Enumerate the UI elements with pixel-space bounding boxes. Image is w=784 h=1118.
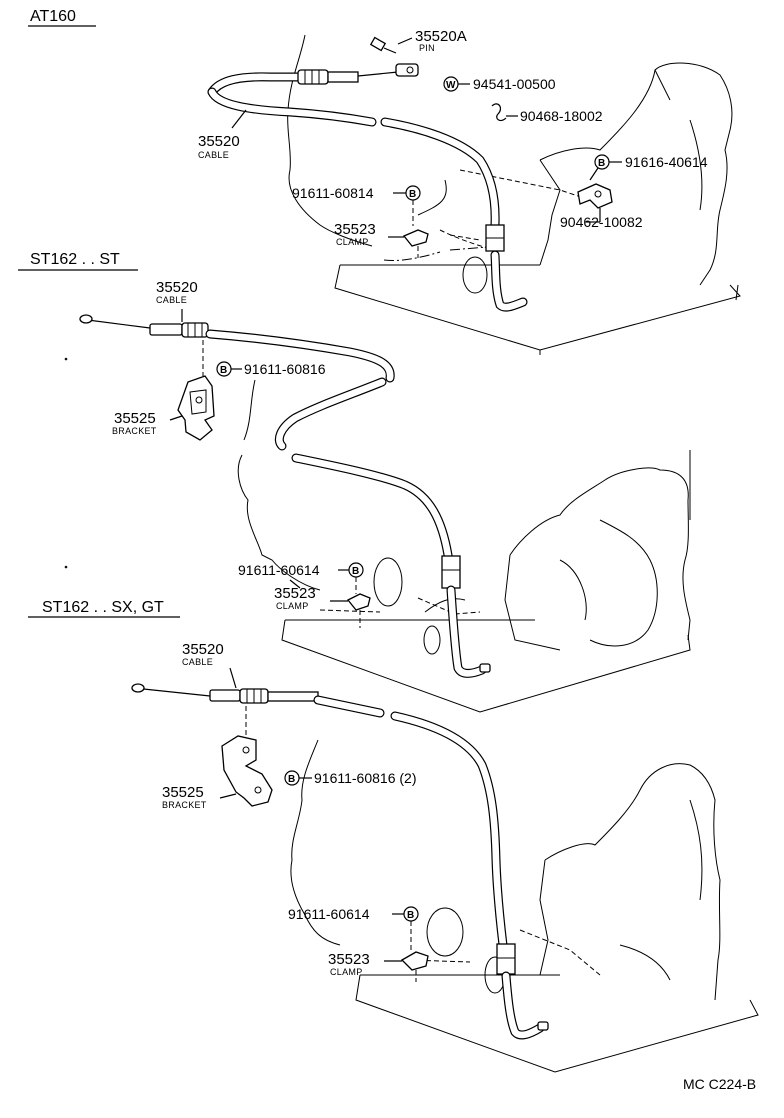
section-header-at160: AT160 <box>30 8 76 25</box>
section-header-sxgt: ST162 . . SX, GT <box>42 599 164 616</box>
bolt-top-part-number-st: 91611-60816 <box>244 361 326 377</box>
clamp-35523-st <box>346 593 371 611</box>
bolt-top-part-number-sxgt: 91611-60816 (2) <box>314 770 416 786</box>
clamp-label-st: CLAMP <box>276 601 309 611</box>
bolt-part-number-st: 91611-60614 <box>238 562 320 578</box>
washer-symbol-letter: W <box>446 80 456 91</box>
clamp-part-number-at160: 35523 <box>334 221 376 238</box>
dot-mark <box>64 357 68 361</box>
clamp-35523-sxgt <box>400 951 429 971</box>
bracket-label-st: BRACKET <box>112 426 157 436</box>
clamp-bracket-part-number: 90462-10082 <box>560 214 643 230</box>
bolt-part-number-at160: 91611-60814 <box>292 185 374 201</box>
transmission-outline-at160 <box>287 34 741 355</box>
bolt-top-part-number-at160: 91616-40614 <box>625 154 708 170</box>
clamp-bracket-90462 <box>577 183 613 222</box>
cable-part-number-sxgt: 35520 <box>182 641 224 658</box>
cable-part-number-st: 35520 <box>156 279 198 296</box>
bolt-symbol-letter: B <box>288 774 295 785</box>
bolt-symbol-letter: B <box>407 910 414 921</box>
cable-part-number-at160: 35520 <box>198 133 240 150</box>
clamp-35523-at160 <box>402 229 429 247</box>
clamp-part-number-sxgt: 35523 <box>328 951 370 968</box>
transmission-outline-st <box>237 379 691 713</box>
pin-part-number: 35520A <box>415 28 467 45</box>
cable-sxgt <box>131 683 549 1040</box>
section-at160: AT160 <box>28 8 741 355</box>
section-header-st: ST162 . . ST <box>30 251 120 268</box>
diagram-code: MC C224-B <box>683 1076 756 1092</box>
cable-at160 <box>207 63 528 312</box>
bolt-symbol-letter: B <box>598 158 605 169</box>
washer-part-number: 94541-00500 <box>473 76 556 92</box>
bolt-symbol-letter: B <box>220 365 227 376</box>
cable-label-at160: CABLE <box>198 150 229 160</box>
bolt-symbol-letter: B <box>352 566 359 577</box>
cable-label-sxgt: CABLE <box>182 657 213 667</box>
section-st: ST162 . . ST <box>18 251 691 713</box>
bracket-part-number-st: 35525 <box>114 410 156 427</box>
pin-label: PIN <box>419 43 435 53</box>
section-sxgt: ST162 . . SX, GT <box>28 599 759 1073</box>
clip-icon <box>491 103 507 122</box>
bolt-symbol-letter: B <box>409 189 416 200</box>
pin-35520A <box>369 36 413 54</box>
clip-part-number: 90468-18002 <box>520 108 603 124</box>
cable-label-st: CABLE <box>156 295 187 305</box>
bracket-35525-sxgt <box>221 706 273 807</box>
bracket-35525-st <box>177 340 215 441</box>
bracket-label-sxgt: BRACKET <box>162 800 207 810</box>
dot-mark <box>64 565 68 569</box>
clamp-label-sxgt: CLAMP <box>330 967 363 977</box>
transmission-outline-sxgt <box>290 739 759 1073</box>
bracket-part-number-sxgt: 35525 <box>162 784 204 801</box>
clamp-label-at160: CLAMP <box>336 237 369 247</box>
bolt-part-number-sxgt: 91611-60614 <box>288 906 370 922</box>
cable-st <box>79 314 491 678</box>
clamp-part-number-st: 35523 <box>274 585 316 602</box>
